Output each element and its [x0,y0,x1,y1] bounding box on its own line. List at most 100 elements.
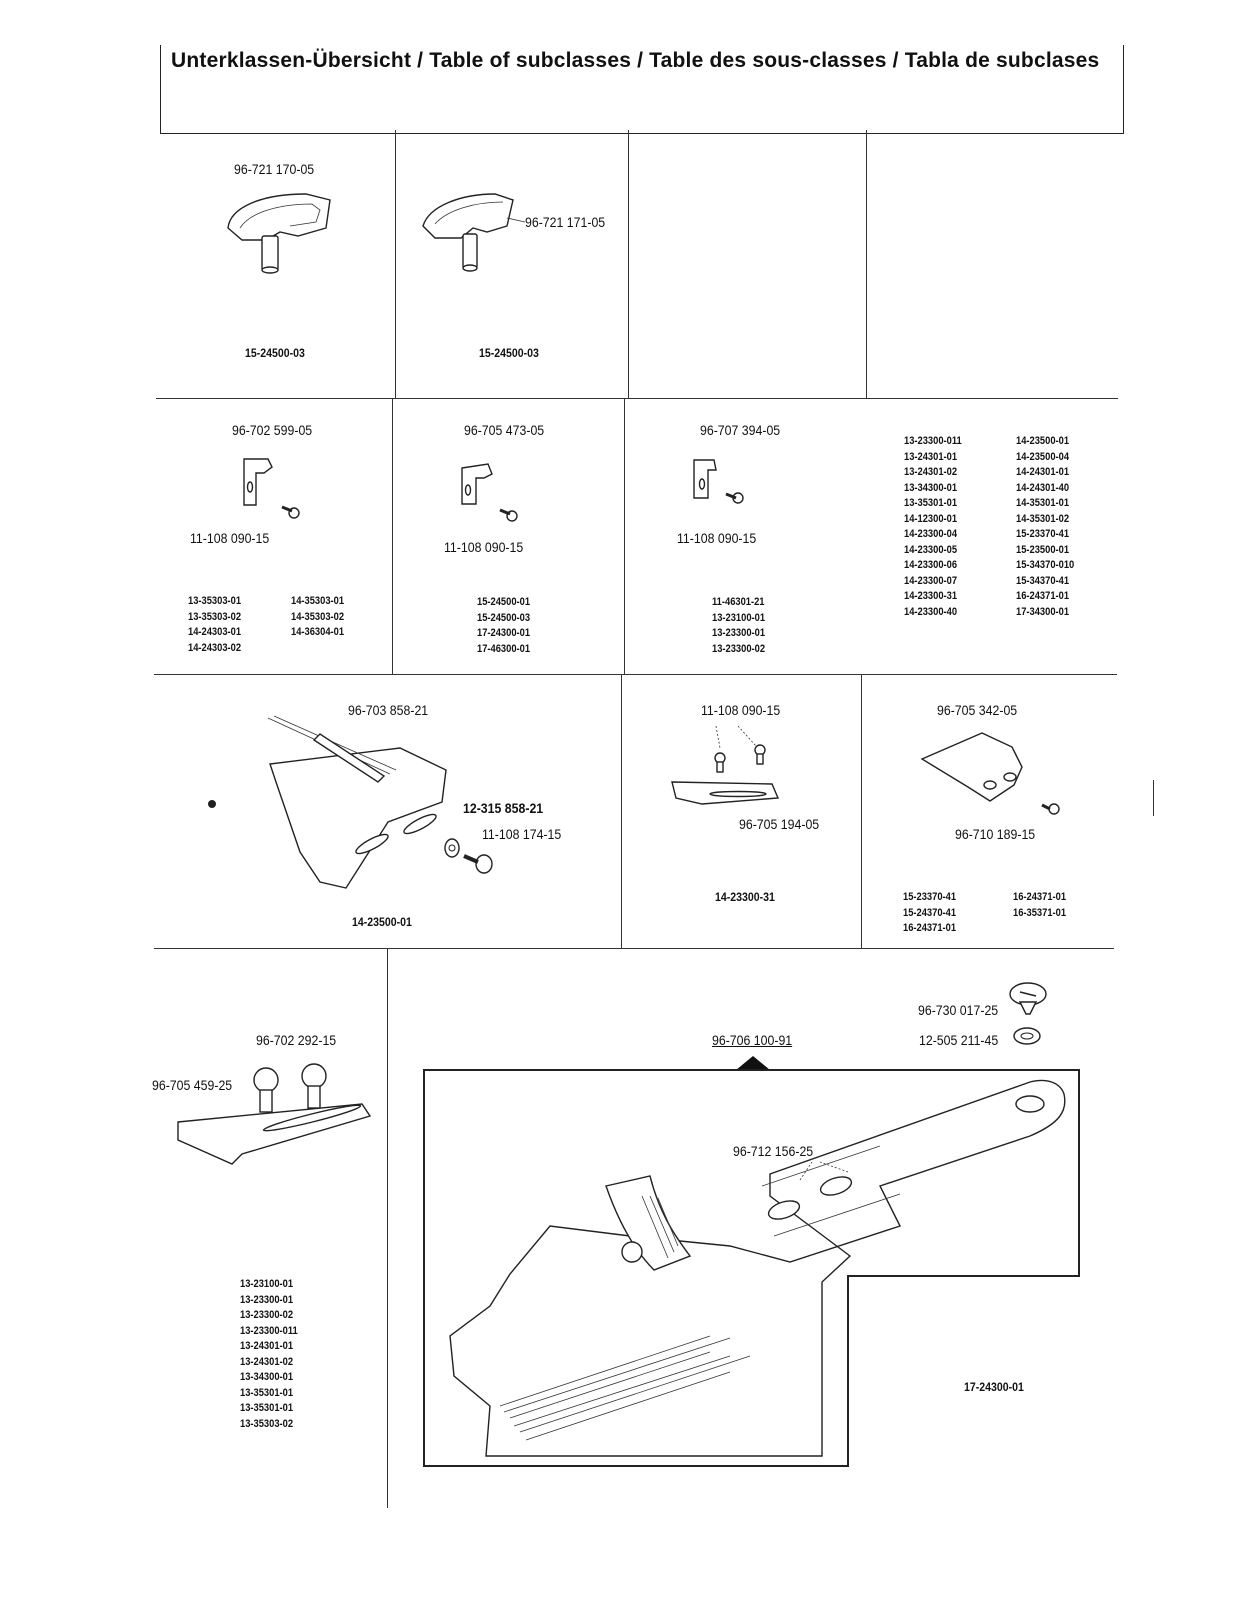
grid-line-col-r1b [628,130,630,398]
part-number: 96-705 459-25 [152,1077,233,1093]
screw-number: 11-108 090-15 [677,530,757,546]
class-number: 13-23100-01 [712,611,766,624]
grid-line-row2 [154,674,1117,676]
screw-number: 96-710 189-15 [955,826,1036,842]
class-number: 14-23300-07 [904,574,958,587]
assembly-frame [423,1069,1080,1467]
grid-line-row1 [156,398,1118,400]
class-number: 14-35301-02 [1016,512,1070,525]
class-number: 13-35301-01 [240,1386,294,1399]
looper-guide-illustration [422,193,526,272]
class-number: 14-23300-31 [904,590,958,602]
header-box: Unterklassen-Übersicht / Table of subcla… [160,45,1124,134]
screw-number: 11-108 090-15 [701,702,781,718]
class-number: 16-24371-01 [903,922,957,934]
screw-number: 96-730 017-25 [918,1002,999,1018]
class-number: 15-34370-010 [1016,559,1075,571]
class-number: 14-23300-06 [904,559,958,571]
washer-screw-illustration [444,838,493,874]
class-list: 13-23100-01 13-23300-01 13-23300-02 13-2… [240,1277,298,1432]
class-number: 14-23300-04 [904,528,958,540]
grid-line-col-r1c [866,130,868,398]
class-number: 15-34370-41 [1016,574,1070,587]
slotted-bracket-illustration [177,1063,372,1165]
class-number: 17-24300-01 [964,1380,1024,1394]
presser-foot-illustration [449,1079,1066,1457]
bracket-illustration [243,458,300,519]
class-number: 11-46301-21 [712,596,765,608]
class-number: 14-23300-31 [715,890,775,904]
grid-line-col-r3a [621,674,623,948]
class-number: 15-24500-03 [477,611,531,624]
class-number: 14-24301-40 [1016,481,1070,494]
class-number: 14-24303-02 [188,641,242,654]
class-list: 15-24500-01 15-24500-03 17-24300-01 17-4… [477,595,530,657]
class-number: 14-35301-01 [1016,497,1070,509]
class-number: 14-23300-40 [904,605,958,618]
class-list: 16-24371-01 16-35371-01 [1013,890,1066,921]
class-list: 14-23500-01 14-23500-04 14-24301-01 14-2… [1016,434,1074,620]
screw-number: 96-712 156-25 [733,1143,814,1159]
class-number: 13-35303-01 [188,595,242,607]
class-number: 14-35303-02 [291,610,345,623]
class-number: 14-23300-05 [904,543,958,556]
class-number: 15-24370-41 [903,906,957,919]
bracket-screws-illustration [671,725,780,805]
class-number: 13-24301-02 [240,1355,294,1368]
class-list: 11-46301-21 13-23100-01 13-23300-01 13-2… [712,595,765,657]
part-number: 96-721 170-05 [234,161,315,177]
class-number: 13-23300-02 [712,642,766,655]
screw-number: 11-108 174-15 [482,826,562,842]
class-number: 15-23500-01 [1016,543,1070,556]
screw-illustration [1009,982,1047,1015]
class-number: 13-23300-01 [712,627,766,639]
class-number: 13-34300-01 [240,1371,294,1383]
class-number: 14-12300-01 [904,512,958,525]
class-list: 15-23370-41 15-24370-41 16-24371-01 [903,890,956,937]
class-number: 13-23300-02 [240,1309,294,1321]
part-number: 96-707 394-05 [700,422,781,438]
class-number: 14-23500-04 [1016,450,1070,463]
class-number: 15-23370-41 [1016,528,1070,540]
class-number: 13-35303-02 [188,610,242,623]
class-number: 14-24303-01 [188,626,242,638]
class-number: 13-23100-01 [240,1278,294,1290]
washer-illustration [1013,1027,1041,1045]
class-number: 16-24371-01 [1016,590,1070,602]
grid-line-col-r3b [861,674,863,948]
class-number: 14-23500-01 [1016,435,1070,447]
class-number: 17-34300-01 [1016,605,1070,618]
page-title: Unterklassen-Übersicht / Table of subcla… [171,49,1100,72]
grid-line-col-r2b [624,398,626,674]
class-number: 13-24301-01 [240,1340,294,1352]
grid-line-col-r4 [387,948,389,1508]
screw-number: 11-108 090-15 [444,539,524,555]
grid-line-col-r2a [392,398,394,674]
looper-guide-illustration [227,193,331,274]
class-number: 13-34300-01 [904,481,958,494]
class-number: 13-23300-011 [904,435,962,447]
class-number: 15-24500-03 [479,346,539,360]
grid-line-row3 [154,948,1114,950]
class-list: 13-23300-011 13-24301-01 13-24301-02 13-… [904,434,962,620]
class-number: 15-24500-01 [477,596,531,608]
class-number: 13-24301-01 [904,450,958,463]
screw-number: 11-108 090-15 [190,530,270,546]
screw-number: 96-702 292-15 [256,1032,337,1048]
class-number: 13-35301-01 [904,497,958,509]
class-number: 14-23500-01 [352,915,412,929]
class-list: 13-35303-01 13-35303-02 14-24303-01 14-2… [188,594,241,656]
part-number: 96-705 342-05 [937,702,1018,718]
assembly-number: 96-706 100-91 [712,1032,793,1048]
class-number: 14-24301-01 [1016,466,1070,478]
washer-number: 12-315 858-21 [463,800,544,816]
class-number: 17-46300-01 [477,642,531,655]
class-number: 13-35301-01 [240,1402,294,1414]
class-list: 14-35303-01 14-35303-02 14-36304-01 [291,594,344,641]
marker-triangle [736,1056,770,1070]
bracket-illustration [461,463,518,522]
class-number: 13-24301-02 [904,466,958,478]
dot-mark [208,800,216,808]
class-number: 13-35303-02 [240,1417,294,1430]
part-number: 96-702 599-05 [232,422,313,438]
